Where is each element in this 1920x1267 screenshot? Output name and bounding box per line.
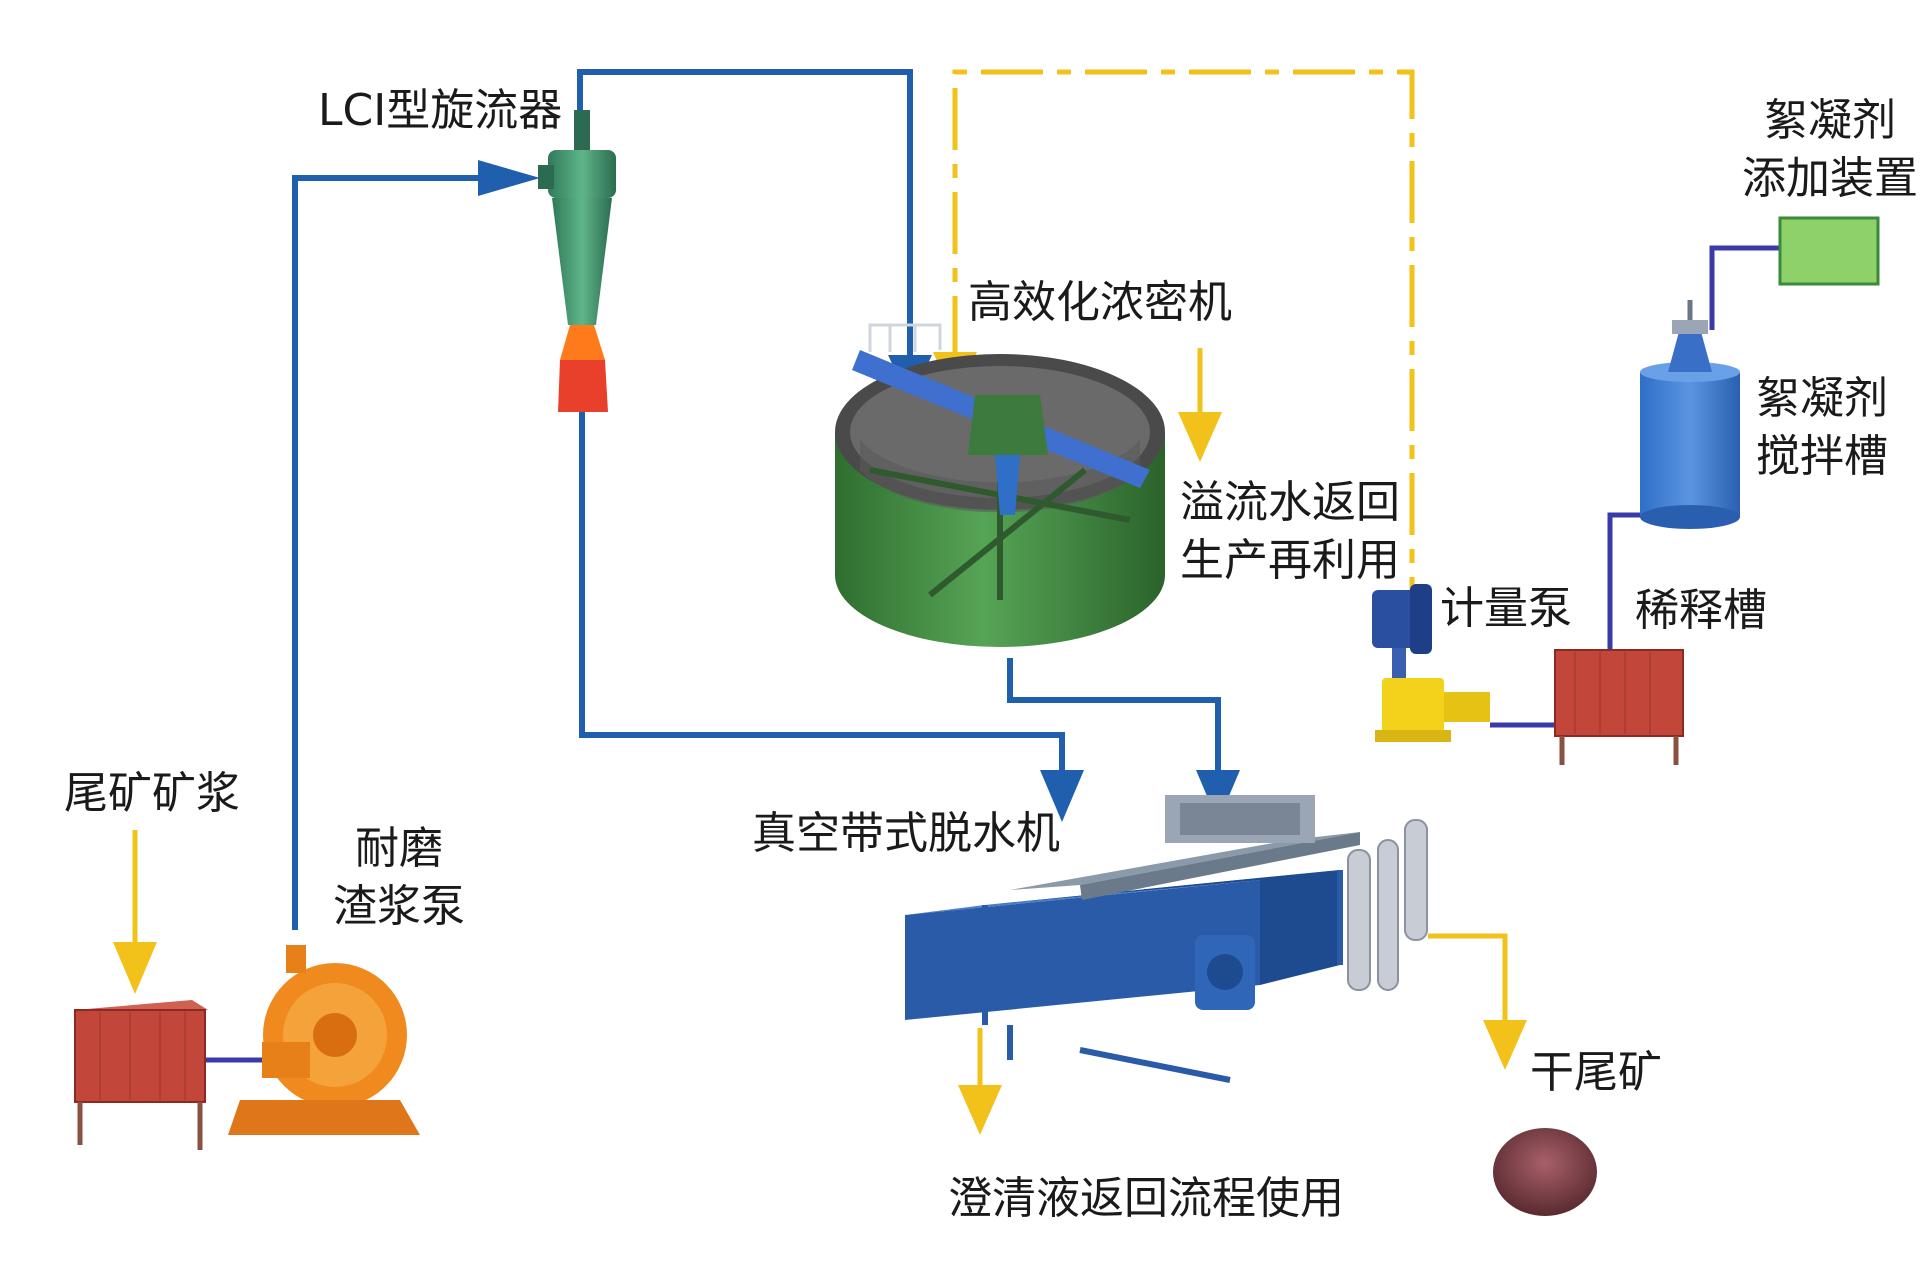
arrow-overflow [1178,412,1222,462]
label-slurry-pump: 耐磨 渣浆泵 [333,820,465,936]
label-flocculant-device-line1: 絮凝剂 [1764,95,1896,146]
vacuum-belt-filter [905,795,1428,1083]
hydrocyclone [538,110,616,412]
label-flocculant-tank-line1: 絮凝剂 [1756,373,1888,424]
label-tailings-slurry: 尾矿矿浆 [64,768,240,819]
dosing-device-to-tank-pipe [1709,245,1780,330]
label-dry-tailings: 干尾矿 [1530,1047,1662,1098]
tank-to-dilution-pipe [1607,512,1652,650]
flocculant-dosing-device [1778,216,1880,286]
dry-tailings-line [1428,933,1508,1025]
flocculant-mixing-tank [1640,300,1740,529]
label-filtrate: 澄清液返回流程使用 [948,1173,1344,1224]
label-belt-filter: 真空带式脱水机 [752,808,1060,859]
label-overflow-line1: 溢流水返回 [1180,477,1400,528]
arrow-dry-tailings [1483,1020,1527,1070]
label-flocculant-tank: 絮凝剂 搅拌槽 [1756,370,1888,486]
dosing-dashed-line [952,69,1415,590]
thickener [835,323,1165,647]
label-overflow: 溢流水返回 生产再利用 [1180,474,1400,590]
dry-tailings-pile [1493,1128,1597,1216]
arrow-to-cyclone [478,160,540,196]
arrow-to-filter-a [1040,770,1084,822]
arrow-feed [113,942,157,994]
label-flocculant-device: 絮凝剂 添加装置 [1742,92,1918,208]
feed-tank [74,1000,208,1150]
label-thickener: 高效化浓密机 [968,277,1232,328]
flocculant-pipes [205,245,1780,1063]
label-cyclone: LCI型旋流器 [318,85,563,136]
slurry-pipes [292,69,1221,930]
thickener-underflow-pipe [1007,658,1221,790]
cyclone-underflow-pipe [579,410,1065,790]
cyclone-overflow-pipe [577,69,913,358]
label-overflow-line2: 生产再利用 [1180,535,1400,586]
arrow-filtrate [958,1085,1002,1135]
label-meter-pump: 计量泵 [1440,583,1572,634]
label-dilution-tank: 稀释槽 [1635,585,1767,636]
slurry-pump [228,945,420,1135]
label-flocculant-device-line2: 添加装置 [1742,153,1918,204]
label-flocculant-tank-line2: 搅拌槽 [1756,431,1888,482]
label-slurry-pump-line1: 耐磨 [355,823,443,874]
dilution-tank [1554,649,1684,765]
water-pipes [132,69,1508,1090]
pump-to-cyclone-pipe [292,175,500,930]
label-slurry-pump-line2: 渣浆泵 [333,881,465,932]
meter-pump [1372,584,1490,742]
